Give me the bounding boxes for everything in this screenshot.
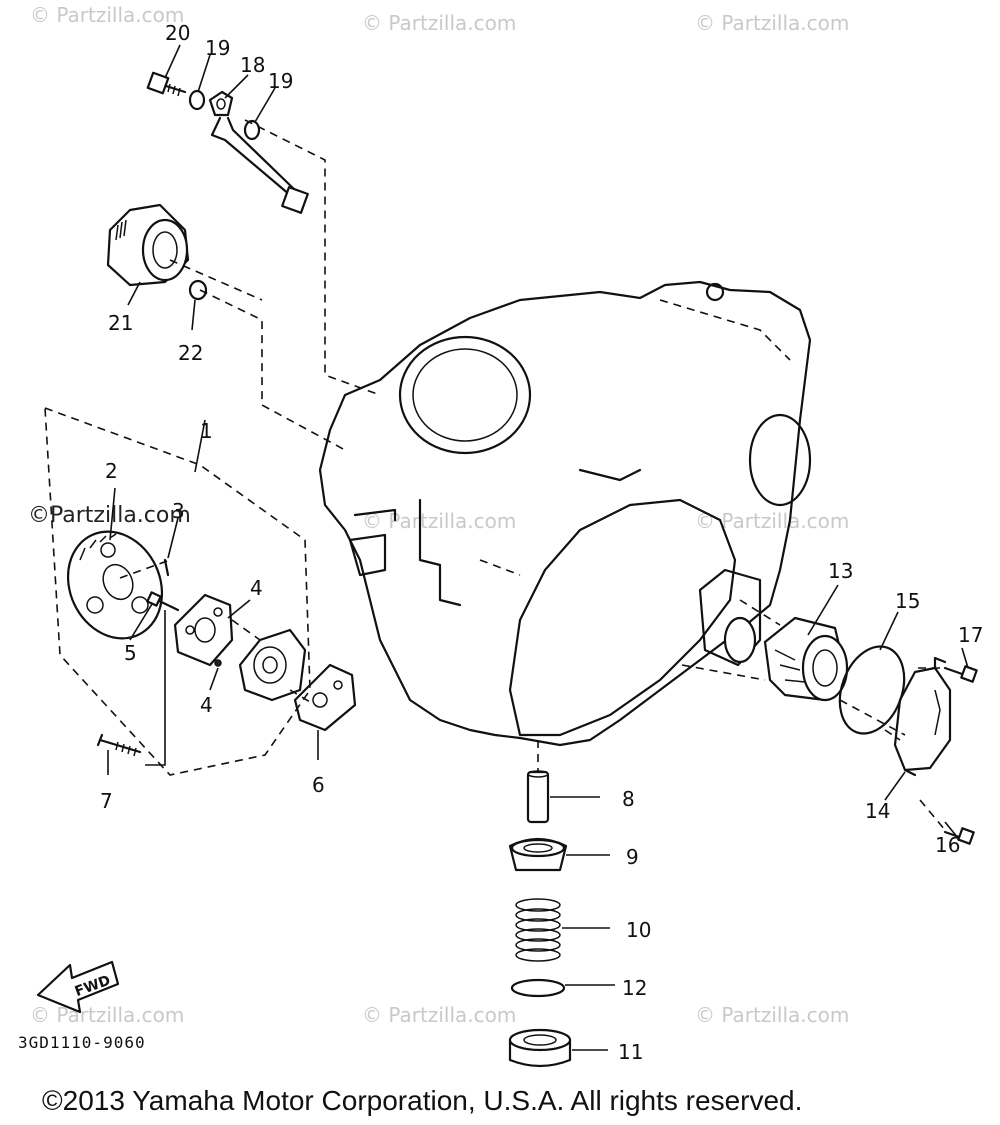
callout-2: 2 bbox=[105, 459, 118, 483]
callout-21: 21 bbox=[108, 311, 133, 335]
oil-delivery-line bbox=[146, 71, 309, 214]
pump-housing-plate bbox=[173, 593, 234, 667]
watermark-top-left: © Partzilla.com bbox=[30, 3, 184, 27]
watermark-top-right: © Partzilla.com bbox=[695, 11, 849, 35]
callout-14: 14 bbox=[865, 799, 890, 823]
part-21-strainer bbox=[106, 203, 190, 287]
part-11-drain-plug bbox=[508, 1028, 572, 1068]
callout-20: 20 bbox=[165, 21, 190, 45]
callout-17: 17 bbox=[958, 623, 983, 647]
diagram-code: 3GD1110-9060 bbox=[18, 1033, 146, 1052]
callout-11: 11 bbox=[618, 1040, 643, 1064]
callout-6: 6 bbox=[312, 773, 325, 797]
part-22-oring bbox=[188, 279, 208, 301]
callout-13: 13 bbox=[828, 559, 853, 583]
part-12-oring bbox=[510, 978, 566, 998]
callouts: 20 19 18 19 21 22 1 2 3 4 4 5 6 7 8 9 10… bbox=[100, 21, 983, 1064]
callout-19: 19 bbox=[268, 69, 293, 93]
part-10-spring bbox=[515, 898, 561, 962]
callout-12: 12 bbox=[622, 976, 647, 1000]
callout-10: 10 bbox=[626, 918, 651, 942]
watermark-mid-left: ©Partzilla.com bbox=[28, 503, 191, 528]
callout-4: 4 bbox=[250, 576, 263, 600]
watermark-bottom-right: © Partzilla.com bbox=[695, 1003, 849, 1027]
part-7-bolt bbox=[96, 733, 142, 757]
callout-4: 4 bbox=[200, 693, 213, 717]
callout-5: 5 bbox=[124, 641, 137, 665]
callout-18: 18 bbox=[240, 53, 265, 77]
part-13-oil-filter bbox=[763, 616, 849, 702]
callout-8: 8 bbox=[622, 787, 635, 811]
watermark-bottom-left: © Partzilla.com bbox=[30, 1003, 184, 1027]
watermark-mid-right: © Partzilla.com bbox=[695, 509, 849, 533]
crankcase bbox=[318, 280, 812, 747]
part-16-bolt bbox=[943, 827, 975, 845]
filter-seat bbox=[698, 568, 762, 667]
fwd-label: FWD bbox=[73, 973, 113, 1001]
oil-pump-assembly-box bbox=[44, 406, 311, 776]
callout-9: 9 bbox=[626, 845, 639, 869]
part-14-filter-cover bbox=[893, 656, 952, 777]
part-17-bolt bbox=[943, 665, 978, 683]
part-8-pipe bbox=[526, 770, 550, 824]
reference-lines bbox=[119, 119, 946, 831]
watermark-top-mid: © Partzilla.com bbox=[362, 11, 516, 35]
callout-1: 1 bbox=[200, 419, 213, 443]
part-2-drive-gear bbox=[66, 530, 164, 640]
callout-16: 16 bbox=[935, 833, 960, 857]
watermark-mid-center: © Partzilla.com bbox=[362, 509, 516, 533]
pump-rotor-body bbox=[214, 628, 307, 702]
part-3-pin bbox=[163, 558, 170, 577]
callout-19: 19 bbox=[205, 36, 230, 60]
part-5-screw bbox=[146, 591, 180, 612]
callout-7: 7 bbox=[100, 789, 113, 813]
leader-lines bbox=[107, 44, 969, 1051]
copyright-notice: ©2013 Yamaha Motor Corporation, U.S.A. A… bbox=[42, 1085, 802, 1116]
part-9-strainer bbox=[508, 837, 568, 872]
callout-15: 15 bbox=[895, 589, 920, 613]
callout-3: 3 bbox=[172, 499, 185, 523]
watermarks: © Partzilla.com © Partzilla.com © Partzi… bbox=[28, 3, 849, 1027]
part-6-gasket bbox=[293, 663, 357, 732]
watermark-bottom-mid: © Partzilla.com bbox=[362, 1003, 516, 1027]
callout-22: 22 bbox=[178, 341, 203, 365]
